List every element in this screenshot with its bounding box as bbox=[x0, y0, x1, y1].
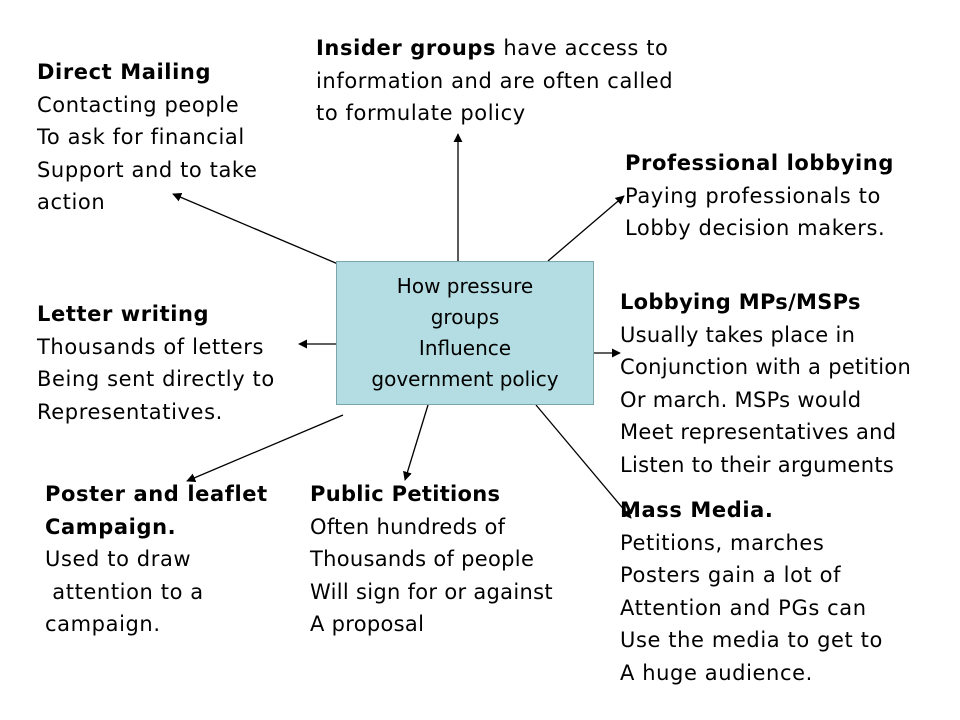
public-petitions-line-4: A proposal bbox=[310, 612, 425, 636]
central-topic-line-4: government policy bbox=[371, 367, 559, 391]
lobbying-mps-line-5: Listen to their arguments bbox=[620, 452, 895, 477]
insider-groups-first-line: Insider groups have access to bbox=[316, 32, 673, 65]
arrow-to-professional-lobbying bbox=[547, 195, 625, 262]
central-topic-line-1: How pressure bbox=[396, 274, 534, 298]
poster-leaflet-line-1: Used to draw bbox=[45, 547, 192, 571]
professional-lobbying-title: Professional lobbying bbox=[625, 151, 894, 175]
professional-lobbying-line-2: Lobby decision makers. bbox=[625, 216, 886, 240]
letter-writing-line-1: Thousands of letters bbox=[37, 334, 264, 359]
letter-writing-line-2: Being sent directly to bbox=[37, 367, 275, 391]
arrow-to-public-petitions bbox=[403, 404, 429, 481]
insider-groups-title-rest: have access to bbox=[496, 36, 669, 60]
mass-media-line-3: Attention and PGs can bbox=[620, 595, 867, 620]
lobbying-mps-title: Lobbying MPs/MSPs bbox=[620, 290, 861, 314]
public-petitions-line-2: Thousands of people bbox=[310, 547, 535, 571]
lobbying-mps-node: Lobbying MPs/MSPs Usually takes place in… bbox=[620, 286, 911, 481]
letter-writing-line-3: Representatives. bbox=[37, 399, 223, 424]
direct-mailing-line-4: action bbox=[37, 190, 106, 214]
insider-groups-line-2: to formulate policy bbox=[316, 101, 526, 125]
lobbying-mps-line-3: Or march. MSPs would bbox=[620, 387, 862, 412]
mass-media-node: Mass Media. Petitions, marches Posters g… bbox=[620, 494, 883, 689]
poster-leaflet-line-2: attention to a bbox=[45, 579, 204, 604]
central-topic-line-2: groups bbox=[430, 305, 500, 329]
public-petitions-node: Public Petitions Often hundreds of Thous… bbox=[310, 478, 553, 641]
letter-writing-node: Letter writing Thousands of letters Bein… bbox=[37, 298, 275, 428]
mass-media-line-4: Use the media to get to bbox=[620, 628, 883, 652]
arrow-to-mass-media bbox=[535, 404, 632, 519]
arrow-to-direct-mailing bbox=[172, 193, 339, 265]
mass-media-line-5: A huge audience. bbox=[620, 660, 813, 685]
central-topic-line-3: Influence bbox=[418, 336, 512, 360]
direct-mailing-line-1: Contacting people bbox=[37, 92, 240, 117]
letter-writing-title: Letter writing bbox=[37, 302, 210, 326]
poster-leaflet-line-3: campaign. bbox=[45, 612, 161, 636]
insider-groups-title: Insider groups bbox=[316, 36, 497, 60]
public-petitions-line-3: Will sign for or against bbox=[310, 579, 553, 604]
poster-leaflet-node: Poster and leaflet Campaign. Used to dra… bbox=[45, 478, 268, 641]
public-petitions-title: Public Petitions bbox=[310, 482, 501, 506]
poster-leaflet-title-1: Poster and leaflet bbox=[45, 482, 268, 506]
mass-media-line-1: Petitions, marches bbox=[620, 530, 825, 555]
central-topic-box: How pressure groups Influence government… bbox=[336, 261, 594, 405]
mass-media-line-2: Posters gain a lot of bbox=[620, 563, 842, 587]
insider-groups-node: Insider groups have access to informatio… bbox=[316, 32, 673, 130]
direct-mailing-line-2: To ask for financial bbox=[37, 125, 245, 149]
lobbying-mps-line-1: Usually takes place in bbox=[620, 322, 856, 347]
direct-mailing-title: Direct Mailing bbox=[37, 60, 212, 84]
lobbying-mps-line-4: Meet representatives and bbox=[620, 420, 897, 444]
public-petitions-line-1: Often hundreds of bbox=[310, 514, 506, 539]
arrow-to-poster-leaflet bbox=[186, 414, 344, 482]
direct-mailing-line-3: Support and to take bbox=[37, 157, 258, 182]
mass-media-title: Mass Media. bbox=[620, 498, 774, 522]
poster-leaflet-title-2: Campaign. bbox=[45, 514, 177, 539]
professional-lobbying-node: Professional lobbying Paying professiona… bbox=[625, 147, 894, 245]
professional-lobbying-line-1: Paying professionals to bbox=[625, 183, 881, 208]
insider-groups-line-1: information and are often called bbox=[316, 68, 674, 93]
lobbying-mps-line-2: Conjunction with a petition bbox=[620, 355, 912, 379]
direct-mailing-node: Direct Mailing Contacting people To ask … bbox=[37, 56, 257, 219]
